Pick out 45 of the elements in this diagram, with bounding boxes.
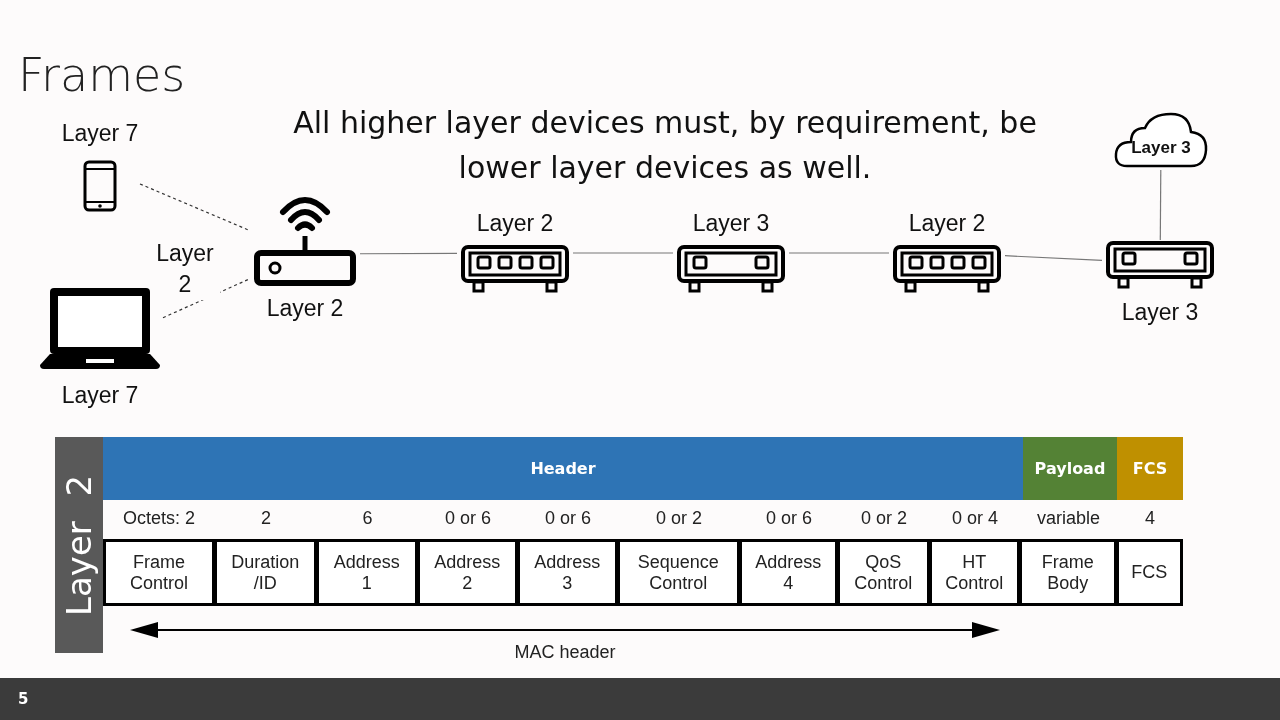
fcs-band: FCS: [1117, 437, 1183, 500]
device-label: Layer 7: [61, 122, 139, 145]
frame-field: Frame Control: [103, 539, 215, 606]
octet-count: variable: [1035, 508, 1101, 529]
payload-band: Payload: [1023, 437, 1117, 500]
octet-count: 0 or 4: [951, 508, 999, 529]
frame-field: Address 4: [738, 539, 838, 606]
octet-count: 6: [361, 508, 374, 529]
octet-count: 0 or 6: [544, 508, 592, 529]
link-line: [1004, 255, 1103, 261]
octet-count: 0 or 6: [444, 508, 492, 529]
octet-count: Octets: 2: [122, 508, 196, 529]
device-label: Layer 2: [908, 212, 986, 235]
frame-field: Address 1: [315, 539, 418, 606]
device-label: Layer 2: [476, 212, 554, 235]
dimension-label: MAC header: [513, 642, 617, 663]
frame-field: Address 3: [516, 539, 618, 606]
octet-count: 0 or 6: [765, 508, 813, 529]
frame-field: Frame Body: [1018, 539, 1117, 606]
header-band: Header: [103, 437, 1023, 500]
octet-count: 2: [260, 508, 272, 529]
frame-field: HT Control: [928, 539, 1020, 606]
slide-number: 5: [18, 690, 30, 708]
link-line: [359, 252, 458, 255]
layer-band: Layer 2: [55, 437, 103, 653]
device-label: Layer 3: [692, 212, 770, 235]
frame-field: Address 2: [416, 539, 518, 606]
subtitle-text: All higher layer devices must, by requirement, be lower layer devices as well.: [292, 104, 1038, 187]
device-label: Layer 3: [1121, 301, 1199, 324]
octet-count: 4: [1144, 508, 1156, 529]
octet-count: 0 or 2: [655, 508, 703, 529]
link-line: [788, 252, 890, 254]
link-line: [572, 252, 674, 254]
frame-field: Sequence Control: [616, 539, 740, 606]
dashed-link: [139, 183, 251, 232]
frame-field: QoS Control: [836, 539, 930, 606]
dashed-link: [162, 278, 251, 319]
slide-title: Frames: [18, 48, 186, 102]
octet-count: 0 or 2: [860, 508, 908, 529]
device-label: Layer 7: [61, 384, 139, 407]
link-line: [1159, 169, 1162, 241]
frame-field: Duration /ID: [213, 539, 317, 606]
frame-field: FCS: [1115, 539, 1183, 606]
device-label: Layer 2: [266, 297, 344, 320]
cloud-label: Layer 3: [1131, 138, 1191, 156]
